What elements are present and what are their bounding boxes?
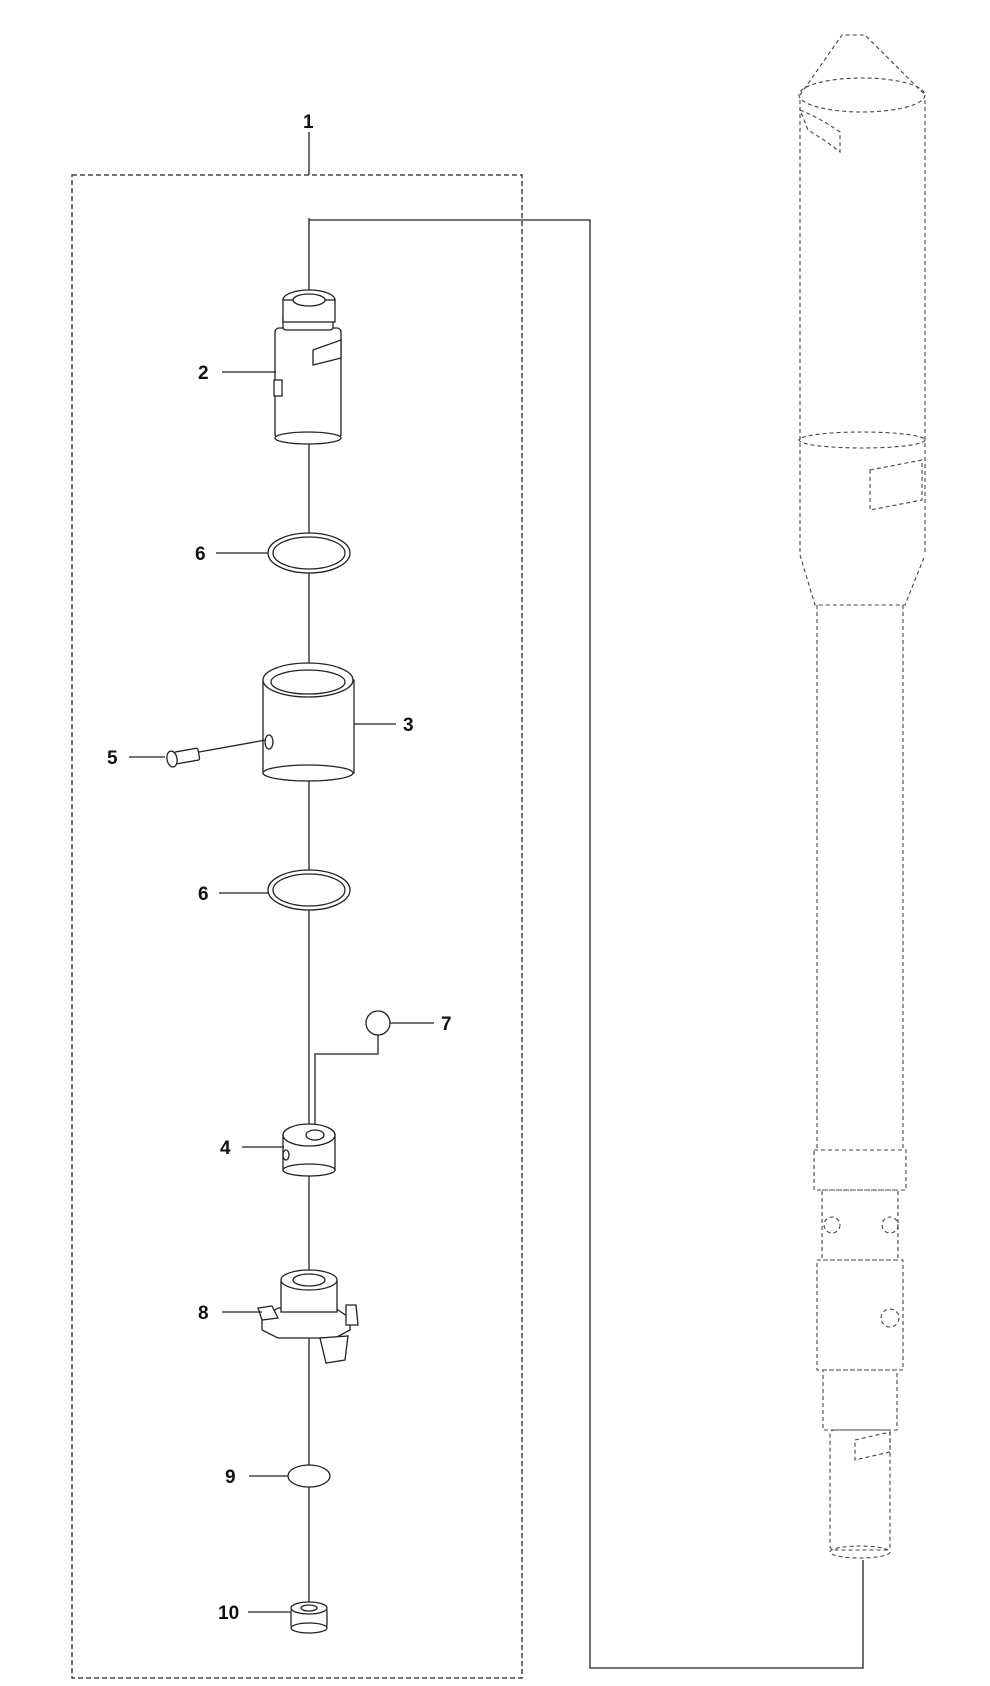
part-8-winged-nut bbox=[257, 1269, 359, 1364]
callout-6b: 6 bbox=[198, 884, 209, 905]
part-2-upper-body bbox=[273, 289, 342, 445]
callout-10: 10 bbox=[218, 1603, 239, 1624]
callout-6a: 6 bbox=[195, 544, 206, 565]
part-3-sleeve bbox=[262, 662, 355, 782]
callout-8: 8 bbox=[198, 1303, 209, 1324]
callout-3: 3 bbox=[403, 715, 414, 736]
callout-4: 4 bbox=[220, 1138, 231, 1159]
tool-outline-ghost bbox=[798, 34, 926, 1559]
part-10-nozzle-insert bbox=[290, 1601, 328, 1634]
callout-1: 1 bbox=[303, 112, 314, 133]
callout-2: 2 bbox=[198, 363, 209, 384]
part-6-o-ring-upper bbox=[267, 532, 351, 574]
part-5-screw bbox=[166, 739, 267, 768]
part-7-ball bbox=[314, 1010, 391, 1130]
part-4-valve-seat bbox=[282, 1123, 336, 1177]
callout-5: 5 bbox=[107, 748, 118, 769]
part-6-o-ring-lower bbox=[267, 869, 351, 911]
kit-boundary bbox=[71, 174, 523, 1679]
callout-7: 7 bbox=[441, 1014, 452, 1035]
part-9-seal-disc bbox=[287, 1464, 331, 1488]
callout-9: 9 bbox=[225, 1467, 236, 1488]
connector-line bbox=[309, 219, 864, 1669]
